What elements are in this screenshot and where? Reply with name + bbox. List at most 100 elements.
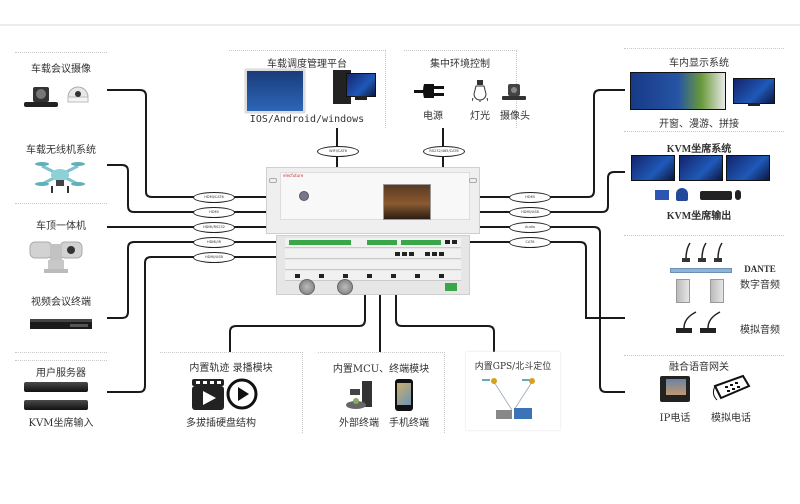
rack-ear-left [269, 178, 277, 183]
wire-audio [480, 226, 625, 393]
rj45-port [445, 240, 450, 244]
cable-label-right-1: HDMI [509, 192, 551, 203]
rj45-port [452, 240, 457, 244]
rj45-port [432, 252, 437, 256]
mcu-module-panel [318, 352, 445, 433]
module-slot-4 [285, 271, 461, 281]
core-device: elecfuture [266, 167, 480, 295]
desk-mic-icon [674, 310, 724, 334]
label-ip-phone: IP电话 [659, 413, 691, 424]
wire-cat6 [470, 241, 625, 319]
cable-label-left-3: HDMI/RS232 [193, 222, 235, 233]
gooseneck-mic-icon [680, 241, 730, 263]
map-icon [514, 408, 532, 419]
wire-display [480, 89, 625, 198]
gps-receiver-icon [496, 410, 512, 419]
label-display-system: 车内显示系统 [669, 58, 729, 69]
label-camera: 摄像头 [500, 111, 530, 122]
device-preview-screen [383, 184, 431, 220]
rack-server-icon [24, 400, 88, 410]
rj45-port [439, 252, 444, 256]
left-divider-2 [15, 203, 107, 205]
monitor-icon [679, 155, 723, 181]
label-gps-module: 内置GPS/北斗定位 [474, 362, 552, 372]
monitor-icon [733, 78, 775, 104]
wire-terminal [107, 241, 276, 319]
label-lighting: 灯光 [470, 111, 490, 122]
label-drone-system: 车载无线机系统 [26, 145, 96, 156]
label-roof-unit: 车顶一体机 [36, 221, 86, 232]
device-brand-logo: elecfuture [283, 173, 304, 178]
right-divider-4 [624, 355, 784, 357]
label-power: 电源 [423, 111, 443, 122]
tablet-icon [245, 69, 305, 113]
ip-phone-icon [660, 376, 690, 402]
label-vehicle-camera: 车载会议摄像 [31, 64, 91, 75]
left-divider-1 [15, 52, 107, 54]
user-group-icon [655, 190, 669, 200]
clapperboard-icon [192, 378, 224, 410]
gps-diagram [476, 376, 552, 420]
right-divider-3 [624, 235, 784, 237]
environment-control-panel [404, 50, 517, 128]
device-power-knob [299, 191, 309, 201]
cable-label-left-4: HDMI/IR [193, 237, 235, 248]
caption-recording-module: 多拔插硬盘结构 [186, 418, 256, 429]
fan-icon [337, 279, 353, 295]
play-icon [226, 378, 258, 410]
drone-icon [34, 158, 86, 194]
cable-label-top-2: RS232/485/CAT6 [423, 146, 465, 157]
rack-ear-right [469, 178, 477, 183]
device-module-chassis [276, 235, 470, 295]
hdmi-port [343, 274, 348, 278]
wire-kvm [480, 171, 625, 213]
speaker-icon [710, 279, 724, 303]
keyboard-icon [700, 191, 732, 200]
terminal-block [367, 240, 397, 245]
cable-label-right-4: CAT6 [509, 237, 551, 248]
terminal-box-icon [30, 315, 92, 329]
label-mcu-module: 内置MCU、终端模块 [332, 364, 430, 375]
user-icon [676, 188, 688, 201]
gps-module-panel [466, 352, 560, 430]
rj45-port [395, 252, 400, 256]
label-analog-audio: 模拟音频 [740, 325, 780, 336]
label-kvm-input: KVM坐席输入 [28, 418, 94, 429]
satellite-icon [522, 378, 535, 384]
satellite-icon [482, 378, 497, 384]
analog-phone-icon [711, 374, 751, 404]
label-external-terminal: 外部终端 [339, 418, 379, 429]
label-analog-phone: 模拟电话 [711, 413, 751, 424]
light-bulb-icon [471, 80, 489, 102]
power-plug-icon [414, 82, 448, 100]
rj45-port [409, 252, 414, 256]
mobile-phone-icon [395, 379, 413, 411]
left-divider-3 [15, 352, 107, 354]
label-recording-module: 内置轨迹 录播模块 [189, 363, 273, 374]
terminal-block [401, 240, 441, 245]
rack-server-icon [24, 382, 88, 392]
monitor-stand [355, 96, 367, 100]
camera-icon [502, 82, 526, 100]
hdmi-port [415, 274, 420, 278]
cable-label-right-2: HDMI/USB [509, 207, 551, 218]
hdmi-port [295, 274, 300, 278]
wire-camera [107, 89, 266, 198]
desktop-monitor-icon [346, 73, 376, 97]
pan-tilt-camera-icon [28, 240, 84, 274]
label-video-conf-terminal: 视频会议终端 [31, 297, 91, 308]
wire-server [107, 256, 276, 393]
label-mobile-terminal: 手机终端 [389, 418, 429, 429]
device-top-chassis: elecfuture [266, 167, 480, 234]
ptz-camera-icon [24, 83, 58, 107]
terminal-block [289, 240, 351, 245]
module-slot-1 [285, 238, 461, 248]
cable-label-top-1: WIFI/CAT6 [317, 146, 359, 157]
recording-module-panel [160, 352, 303, 433]
device-front-panel [280, 172, 470, 220]
video-wall-icon [630, 72, 726, 110]
speaker-icon [676, 279, 690, 303]
mouse-icon [735, 190, 741, 200]
cable-label-right-3: Audio [509, 222, 551, 233]
